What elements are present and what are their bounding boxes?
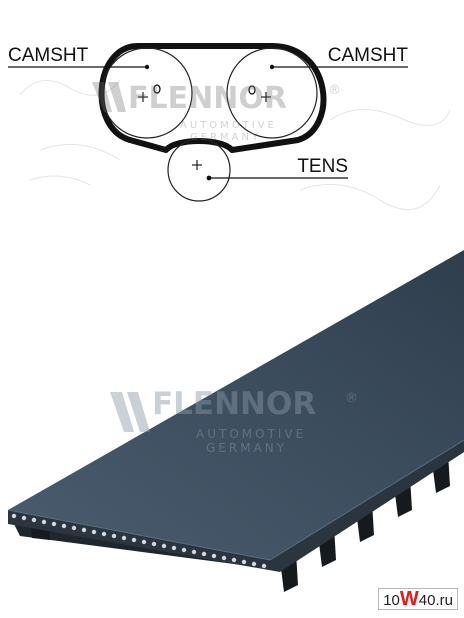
diagram-watermark: FLENNOR AUTOMOTIVE GERMANY ® xyxy=(92,81,341,143)
diagram-watermark-registered: ® xyxy=(328,83,341,98)
right-camshaft-pulley xyxy=(226,47,318,139)
site-logo-domain: .ru xyxy=(435,592,453,609)
tensioner-label: TENS xyxy=(297,156,348,177)
left-pulley-timing-mark xyxy=(153,84,161,94)
site-logo-badge: 10W40.ru xyxy=(378,588,458,610)
belt-watermark: FLENNOR ® AUTOMOTIVE GERMANY xyxy=(110,386,358,455)
left-camshaft-label: CAMSHT xyxy=(8,45,89,66)
belt-watermark-brand: FLENNOR xyxy=(152,386,316,422)
belt-cord-ends xyxy=(11,513,267,569)
diagram-watermark-brand: FLENNOR xyxy=(128,81,287,116)
belt-product-image: FLENNOR ® AUTOMOTIVE GERMANY xyxy=(7,250,464,592)
belt-watermark-line1: AUTOMOTIVE xyxy=(196,427,306,441)
site-logo-letter: W xyxy=(399,588,419,610)
belt-edge-highlight xyxy=(7,439,464,561)
belt-watermark-line2: GERMANY xyxy=(206,441,287,455)
diagram-watermark-line1: AUTOMOTIVE xyxy=(180,120,277,131)
site-logo-prefix: 10 xyxy=(383,592,400,609)
belt-watermark-registered: ® xyxy=(345,391,358,406)
background-sketch xyxy=(19,79,451,211)
site-logo-suffix: 40 xyxy=(418,592,436,609)
left-camshaft-pulley xyxy=(101,47,193,139)
diagram-watermark-line2: GERMANY xyxy=(190,132,261,143)
belt-side-edge xyxy=(8,440,464,572)
tensioner-pulley xyxy=(167,138,231,202)
brand-logo-icon xyxy=(92,82,126,112)
belt-routing-diagram: CAMSHT CAMSHT TENS FLENNOR AUTOMOTIVE GE… xyxy=(8,43,451,211)
right-camshaft-label: CAMSHT xyxy=(328,45,409,66)
right-pulley-timing-mark xyxy=(248,85,256,95)
belt-brand-logo-icon xyxy=(110,392,150,432)
belt-top-face xyxy=(8,250,464,560)
